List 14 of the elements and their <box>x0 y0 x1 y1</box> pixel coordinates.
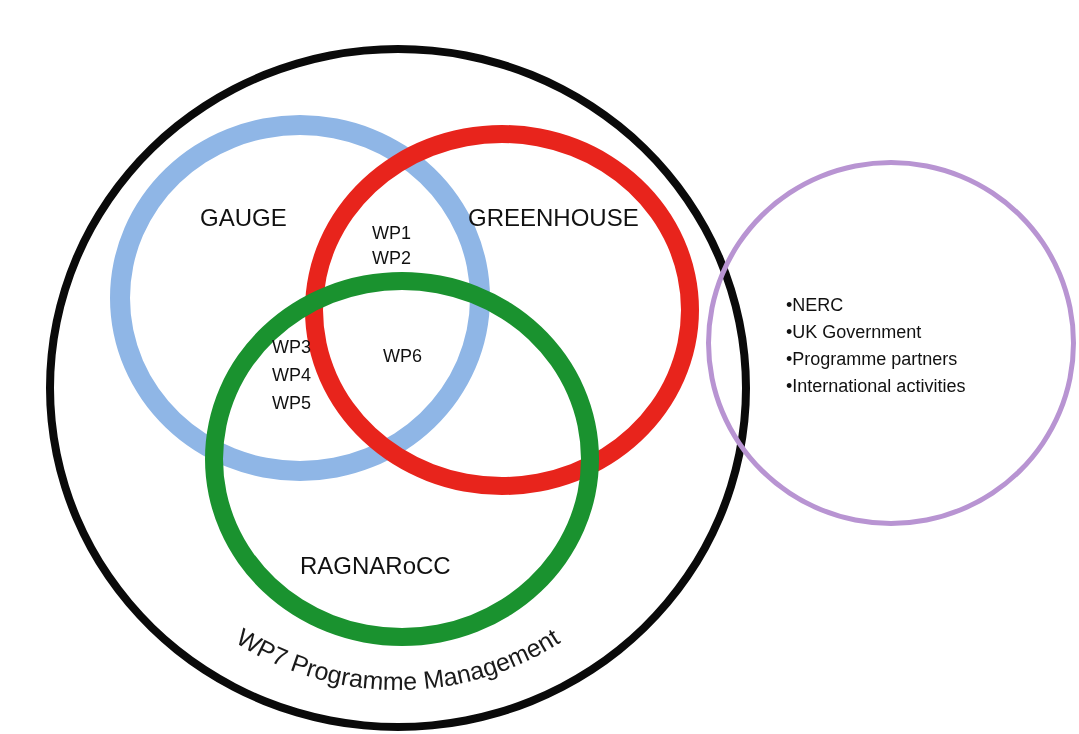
overlap-label: WP6 <box>383 345 422 368</box>
list-item: •Programme partners <box>786 348 959 371</box>
circle-label: RAGNARoCC <box>300 551 451 581</box>
list-item: •UK Government <box>786 321 923 344</box>
overlap-label: WP1 <box>372 222 411 245</box>
outer-circle <box>46 45 750 731</box>
circle-label: GAUGE <box>200 203 287 233</box>
overlap-label: WP4 <box>272 364 311 387</box>
list-item: •NERC <box>786 294 845 317</box>
overlap-label: WP2 <box>372 247 411 270</box>
partners-circle <box>706 160 1076 526</box>
overlap-label: WP5 <box>272 392 311 415</box>
circle-label: GREENHOUSE <box>468 203 639 233</box>
list-item: •International activities <box>786 375 966 398</box>
